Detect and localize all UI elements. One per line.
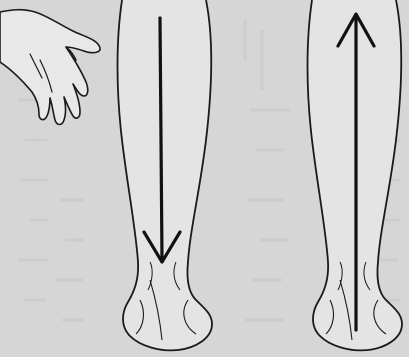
left-leg	[118, 0, 213, 350]
left-leg-outline	[118, 0, 213, 350]
hand-icon	[0, 10, 100, 125]
